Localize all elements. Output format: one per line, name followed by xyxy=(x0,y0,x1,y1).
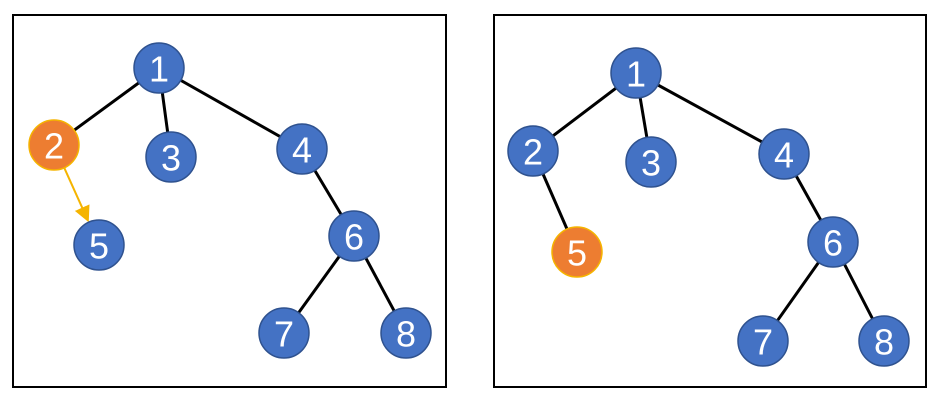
node-circle xyxy=(758,128,810,180)
node-circle xyxy=(380,307,432,359)
tree-node-2: 2 xyxy=(28,119,80,171)
node-circle xyxy=(507,125,559,177)
node-circle xyxy=(28,119,80,171)
node-circle xyxy=(73,219,125,271)
node-circle xyxy=(807,216,859,268)
node-label: 8 xyxy=(396,314,416,355)
tree-node-8: 8 xyxy=(380,307,432,359)
node-label: 1 xyxy=(626,54,646,95)
node-circle xyxy=(133,42,185,94)
node-label: 7 xyxy=(753,322,773,363)
tree-node-2: 2 xyxy=(507,125,559,177)
node-label: 2 xyxy=(523,132,543,173)
node-label: 1 xyxy=(149,49,169,90)
tree-node-6: 6 xyxy=(807,216,859,268)
tree-node-4: 4 xyxy=(276,123,328,175)
node-circle xyxy=(737,315,789,367)
tree-node-1: 1 xyxy=(610,47,662,99)
node-circle xyxy=(858,315,910,367)
tree-node-3: 3 xyxy=(145,131,197,183)
node-label: 6 xyxy=(344,217,364,258)
node-label: 3 xyxy=(641,143,661,184)
tree-node-5: 5 xyxy=(73,219,125,271)
edge-arrow-2-5 xyxy=(63,167,90,223)
node-label: 3 xyxy=(161,138,181,179)
tree-node-6: 6 xyxy=(328,210,380,262)
tree-panel-after: 1 2 3 4 5 6 7 8 xyxy=(493,14,927,388)
node-circle xyxy=(145,131,197,183)
node-label: 8 xyxy=(874,322,894,363)
tree-node-3: 3 xyxy=(625,136,677,188)
tree-node-7: 7 xyxy=(258,307,310,359)
node-circle xyxy=(328,210,380,262)
node-circle xyxy=(551,226,603,278)
node-label: 2 xyxy=(44,126,64,167)
node-circle xyxy=(610,47,662,99)
node-label: 5 xyxy=(89,226,109,267)
node-circle xyxy=(258,307,310,359)
tree-panel-before: 1 2 3 4 5 6 7 8 xyxy=(12,14,447,388)
tree-node-1: 1 xyxy=(133,42,185,94)
node-label: 4 xyxy=(292,130,312,171)
node-label: 5 xyxy=(567,233,587,274)
tree-node-4: 4 xyxy=(758,128,810,180)
panel-frame xyxy=(493,14,927,388)
node-label: 4 xyxy=(774,135,794,176)
tree-node-7: 7 xyxy=(737,315,789,367)
tree-node-5: 5 xyxy=(551,226,603,278)
tree-node-8: 8 xyxy=(858,315,910,367)
node-circle xyxy=(625,136,677,188)
node-label: 6 xyxy=(823,223,843,264)
node-label: 7 xyxy=(274,314,294,355)
panel-frame xyxy=(12,14,447,388)
edge-1-4 xyxy=(157,66,304,151)
edge-1-4 xyxy=(634,71,786,156)
node-circle xyxy=(276,123,328,175)
